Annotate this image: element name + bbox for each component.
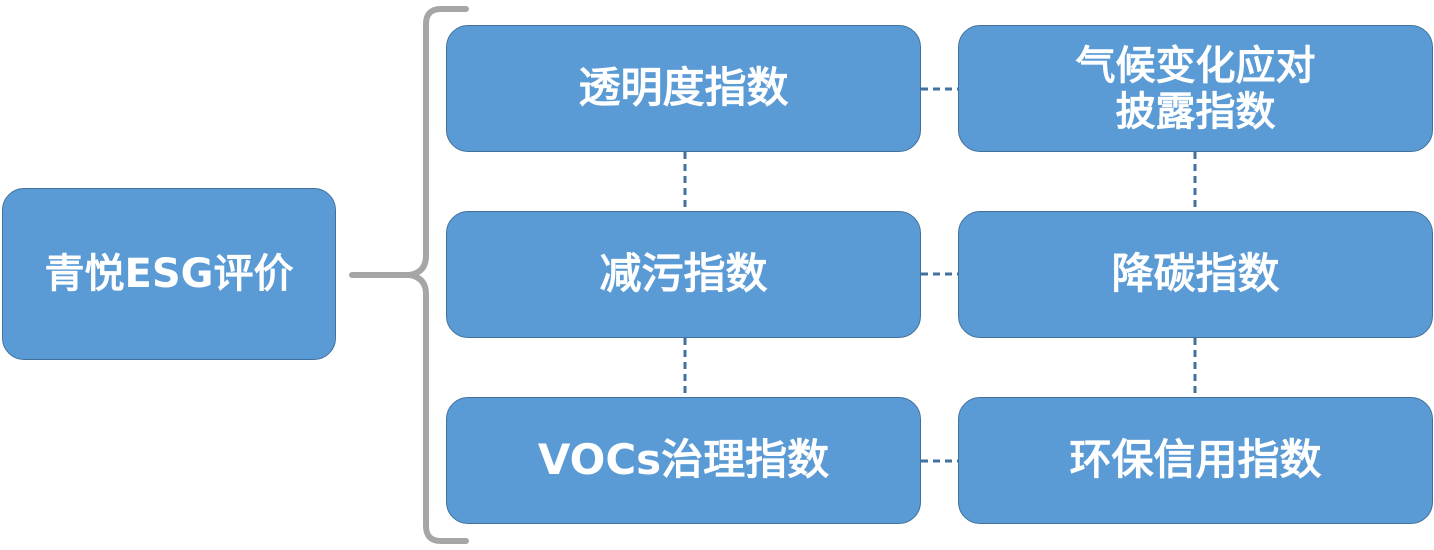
node-environmental-credit-index: 环保信用指数	[958, 397, 1433, 524]
node-voc-governance-index: VOCs治理指数	[446, 397, 921, 524]
node-pollution-reduction-index: 减污指数	[446, 211, 921, 338]
credit-index-label: 环保信用指数	[1069, 435, 1322, 485]
transparency-index-label: 透明度指数	[578, 63, 789, 113]
root-node: 青悦ESG评价	[2, 188, 336, 360]
pollution-index-label: 减污指数	[599, 249, 768, 299]
node-carbon-reduction-index: 降碳指数	[958, 211, 1433, 338]
voc-index-label: VOCs治理指数	[537, 435, 830, 485]
carbon-index-label: 降碳指数	[1111, 249, 1280, 299]
node-climate-disclosure-index: 气候变化应对 披露指数	[958, 25, 1433, 152]
root-label: 青悦ESG评价	[44, 251, 294, 297]
climate-index-label-line2: 披露指数	[1115, 88, 1276, 135]
climate-index-label-line1: 气候变化应对	[1075, 42, 1316, 89]
node-transparency-index: 透明度指数	[446, 25, 921, 152]
